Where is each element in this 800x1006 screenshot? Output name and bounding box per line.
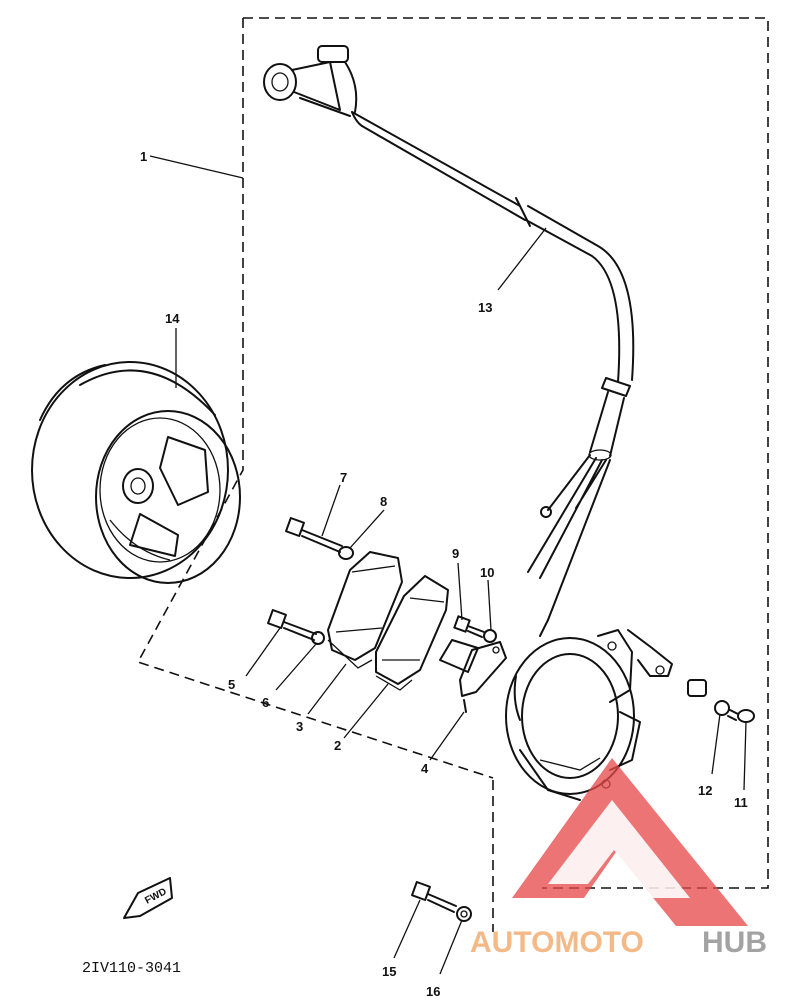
callout-7: 7 [340,470,347,485]
washer-6 [311,631,325,645]
callout-3: 3 [296,719,303,734]
watermark-brand-hub: HUB [702,926,767,959]
callout-6: 6 [262,695,269,710]
stator-plate [505,629,641,801]
drawing-code: 2IV110-3041 [82,960,181,977]
assembly-boundary [136,17,769,932]
callout-11: 11 [734,795,748,810]
washer-10 [483,629,497,643]
callout-8: 8 [380,494,387,509]
callout-13: 13 [478,300,492,315]
watermark-brand-auto: AUTOMOTO [470,926,644,959]
washer-16 [456,906,472,922]
bolt-7 [285,517,343,553]
coil-2 [375,575,449,691]
screw-11 [727,709,755,723]
callouts: 1 14 13 7 8 9 10 5 6 3 2 4 12 11 15 16 [140,149,748,999]
pickup-coil-4 [439,639,507,713]
bolt-5 [267,609,317,641]
nut-12 [687,679,730,716]
stator-bracket [627,629,673,677]
callout-12: 12 [698,783,712,798]
callout-10: 10 [480,565,494,580]
callout-1: 1 [140,149,147,164]
callout-5: 5 [228,677,235,692]
coil-3 [327,551,403,669]
automotohub-watermark: AUTOMOTO HUB [470,758,767,959]
callout-14: 14 [165,311,180,326]
callout-16: 16 [426,984,440,999]
callout-15: 15 [382,964,396,979]
wire-harness [263,45,635,637]
callout-4: 4 [421,761,429,776]
leader-lines [149,155,747,975]
bolt-15 [411,881,457,913]
callout-2: 2 [334,738,341,753]
forward-arrow-icon: FWD [123,877,173,919]
flywheel-rotor [31,361,241,584]
washer-8 [338,546,354,560]
bolt-9 [453,615,485,638]
callout-9: 9 [452,546,459,561]
